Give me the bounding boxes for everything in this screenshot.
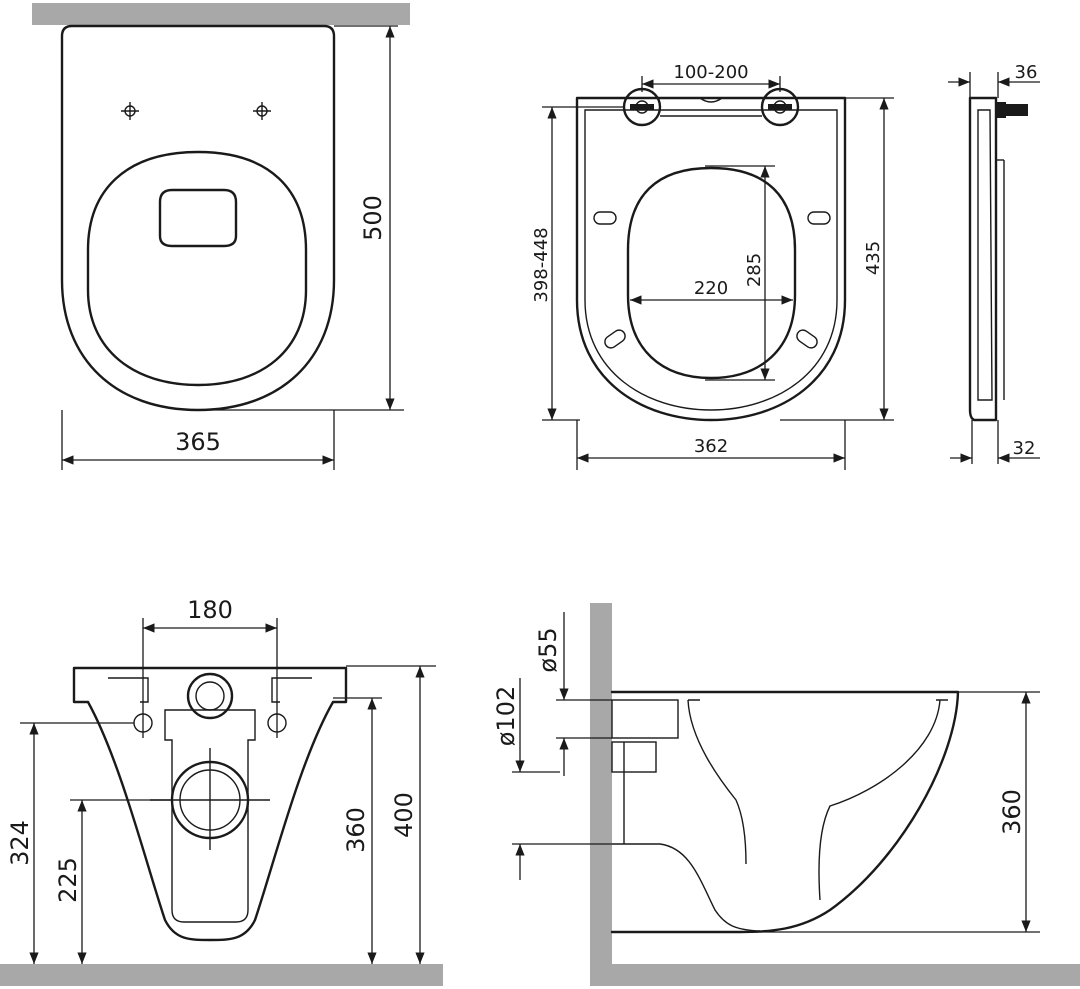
outer-length-label: 435 xyxy=(863,241,884,275)
hinge-right-icon xyxy=(760,87,800,127)
inlet-diameter-label: ø55 xyxy=(534,627,562,672)
rim-height-label: 360 xyxy=(342,807,370,853)
bumper-icon xyxy=(604,329,626,349)
mount-hole-right-icon xyxy=(253,102,271,120)
seat-side-view: 36 32 xyxy=(948,62,1040,464)
side-rim-height-label: 360 xyxy=(998,789,1026,835)
outlet-height-label: 225 xyxy=(54,857,82,903)
outlet-diameter-label: ø102 xyxy=(492,686,520,747)
hinge-left-icon xyxy=(622,87,662,127)
top-width-label: 365 xyxy=(175,428,221,456)
inlet-icon xyxy=(186,672,234,720)
inner-width-label: 220 xyxy=(694,278,728,299)
total-height-label: 400 xyxy=(390,792,418,838)
side-view: ø55 ø102 360 xyxy=(492,603,1080,986)
top-length-label: 500 xyxy=(359,195,387,241)
bowl-side-outline xyxy=(610,690,960,934)
lid-handle xyxy=(158,188,238,248)
seat-opening xyxy=(626,166,797,380)
seat-outer-outline xyxy=(575,96,847,422)
hinge-bolt-icon xyxy=(996,102,1028,118)
seat-top-thickness-label: 36 xyxy=(1015,62,1038,83)
floor xyxy=(0,964,443,986)
inner-length-label: 285 xyxy=(744,253,765,287)
wall-top xyxy=(32,3,410,25)
seat-side-profile xyxy=(968,96,998,422)
top-view: 365 500 xyxy=(32,3,410,470)
back-view: 180 324 225 360 400 xyxy=(0,596,443,986)
bolt-spacing-label: 180 xyxy=(187,596,233,624)
hinge-spacing-label: 100-200 xyxy=(673,62,748,83)
bumper-icon xyxy=(807,211,831,225)
mount-hole-left-icon xyxy=(121,102,139,120)
bumper-icon xyxy=(796,329,818,349)
inner-cavity xyxy=(164,709,256,923)
seat-width-label: 362 xyxy=(694,436,728,457)
length-range-label: 398-448 xyxy=(531,227,552,302)
seat-view: 100-200 398-448 220 285 435 362 xyxy=(531,62,894,470)
seat-bottom-thickness-label: 32 xyxy=(1013,438,1036,459)
bowl-inner-profile xyxy=(687,699,941,901)
outlet-pipe xyxy=(611,741,657,773)
inlet-pipe xyxy=(611,699,679,739)
bolt-height-label: 324 xyxy=(6,820,34,866)
seat-outline xyxy=(86,150,308,387)
floor-side xyxy=(590,964,1080,986)
bowl-top-outline xyxy=(60,24,336,412)
wall-side xyxy=(590,603,612,986)
bowl-back-outline xyxy=(72,666,348,942)
bumper-icon xyxy=(593,211,617,225)
seat-inner-rim xyxy=(584,109,838,411)
